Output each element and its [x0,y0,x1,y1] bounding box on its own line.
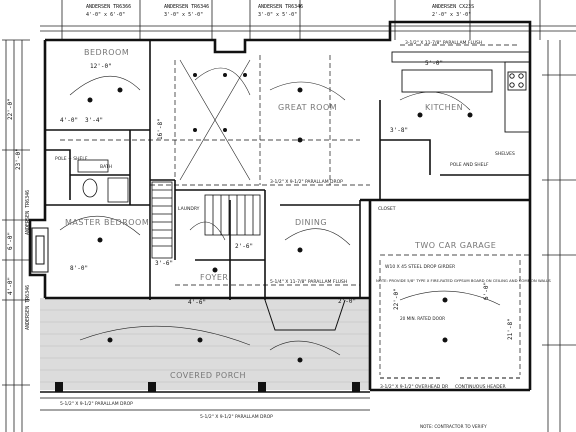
porch-hatch [40,298,370,390]
header-note: CONTINUOUS HEADER [455,384,506,390]
laundry-label: LAUNDRY [178,206,200,212]
header-note: 3-1/2" X 9-1/2" OVERHEAD DR [380,384,448,390]
beam-lines [60,44,530,375]
dimension-label: 5'-0" [425,60,443,67]
light-fixtures [87,73,473,363]
dimension-label: 12'-0" [90,63,112,70]
window-size: 4'-0" x 6'-0" [86,12,125,18]
window-tag: ANDERSEN TR6366 [86,4,131,10]
room-label-great-room: GREAT ROOM [278,103,337,112]
fireplace [31,227,49,273]
left-dimension-labels: 22'-0" 23'-0" 6'-0" 4'-0" ANDERSEN TR634… [7,98,31,330]
room-label-bedroom: BEDROOM [84,48,129,57]
dimension-label: 8'-0" [70,265,88,272]
window-tag: ANDERSEN TR6346 [164,4,209,10]
interior-walls [45,40,530,300]
dimension-label: 3'-4" [85,117,103,124]
fire-note: NOTE: PROVIDE 5/8" TYPE X FIRE-RATED GYP… [376,278,551,283]
kitchen-counters [391,51,531,133]
bath-label: BATH [100,164,112,170]
window-size: 3'-0" x 5'-0" [164,12,203,18]
room-label-master-bedroom: MASTER BEDROOM [65,218,149,227]
beam-note: 3-1/2" X 9-1/2" PARALLAM DROP [270,179,343,185]
room-label-dining: DINING [295,218,327,227]
beam-note: 5-1/4" X 11-7/8" PARALLAM FLUSH [270,279,347,285]
door-note: 20 MIN. RATED DOOR [400,316,445,321]
dimension-label: 4'-0" [7,277,14,295]
window-tag: ANDERSEN TR6346 [258,4,303,10]
beam-note: 5-1/2" X 9-1/2" PARALLAM DROP [200,414,273,420]
porch-columns [55,382,360,392]
note-pole-shelf: POLE + SHELF [55,156,88,162]
room-label-kitchen: KITCHEN [425,103,463,112]
beam-note: 5-1/2" X 9-1/2" PARALLAM DROP [60,401,133,407]
dimension-labels: 12'-0" 3'-4" 4'-0" 8'-0" 2'-6" 3'-8" 3'-… [60,60,514,340]
dimension-label: 2'-6" [235,243,253,250]
dimension-label: 22'-0" [393,288,400,310]
dimension-label: 4'-6" [188,299,206,306]
dimension-label: 6'-0" [483,282,490,300]
dimension-label: 3'-6" [155,260,173,267]
dimension-label: 3'-8" [390,127,408,134]
bottom-note: NOTE: CONTRACTOR TO VERIFY [420,424,487,429]
window-size: 3'-0" x 5'-0" [258,12,297,18]
window-tag: ANDERSEN TR6346 [25,285,31,330]
room-label-garage: TWO CAR GARAGE [414,241,496,250]
window-size: 2'-0" x 3'-0" [432,12,471,18]
note-shelves: SHELVES [495,151,515,157]
electrical-wiring [59,59,501,356]
dimension-label: 16'-8" [157,118,164,140]
garage-doors [264,299,522,379]
plan-notes: POLE + SHELF POLE AND SHELF SHELVES 3-1/… [55,40,551,429]
dimension-label: 6'-0" [7,232,14,250]
girder-note: W10 X 45 STEEL DROP GIRDER [385,264,455,270]
window-tag: ANDERSEN CX23S [432,4,474,10]
dimension-label: 23'-0" [15,148,22,170]
window-tag-list: ANDERSEN TR6366 4'-0" x 6'-0" ANDERSEN T… [86,4,474,18]
note-pole-shelf: POLE AND SHELF [450,162,489,168]
exterior-walls [28,20,532,392]
dimension-label: 21'-8" [507,318,514,340]
beam-note: 3-1/2" X 11-7/8" PARALLAM FLUSH [405,40,482,46]
dimension-label: 22'-0" [7,98,14,120]
room-label-foyer: FOYER [200,273,228,282]
left-dimension-strip [2,39,30,432]
right-dimension-strip [542,40,576,432]
dimension-label: 4'-0" [60,117,78,124]
closet-label: CLOSET [378,206,396,212]
dimension-label: 2'-0" [338,298,356,305]
room-labels: BEDROOM MASTER BEDROOM GREAT ROOM KITCHE… [65,48,496,380]
window-tag: ANDERSEN TR6346 [25,190,31,235]
bath-fixtures [77,159,129,203]
stair [151,181,261,259]
top-dimension-strip [40,0,576,40]
room-label-porch: COVERED PORCH [170,371,246,380]
